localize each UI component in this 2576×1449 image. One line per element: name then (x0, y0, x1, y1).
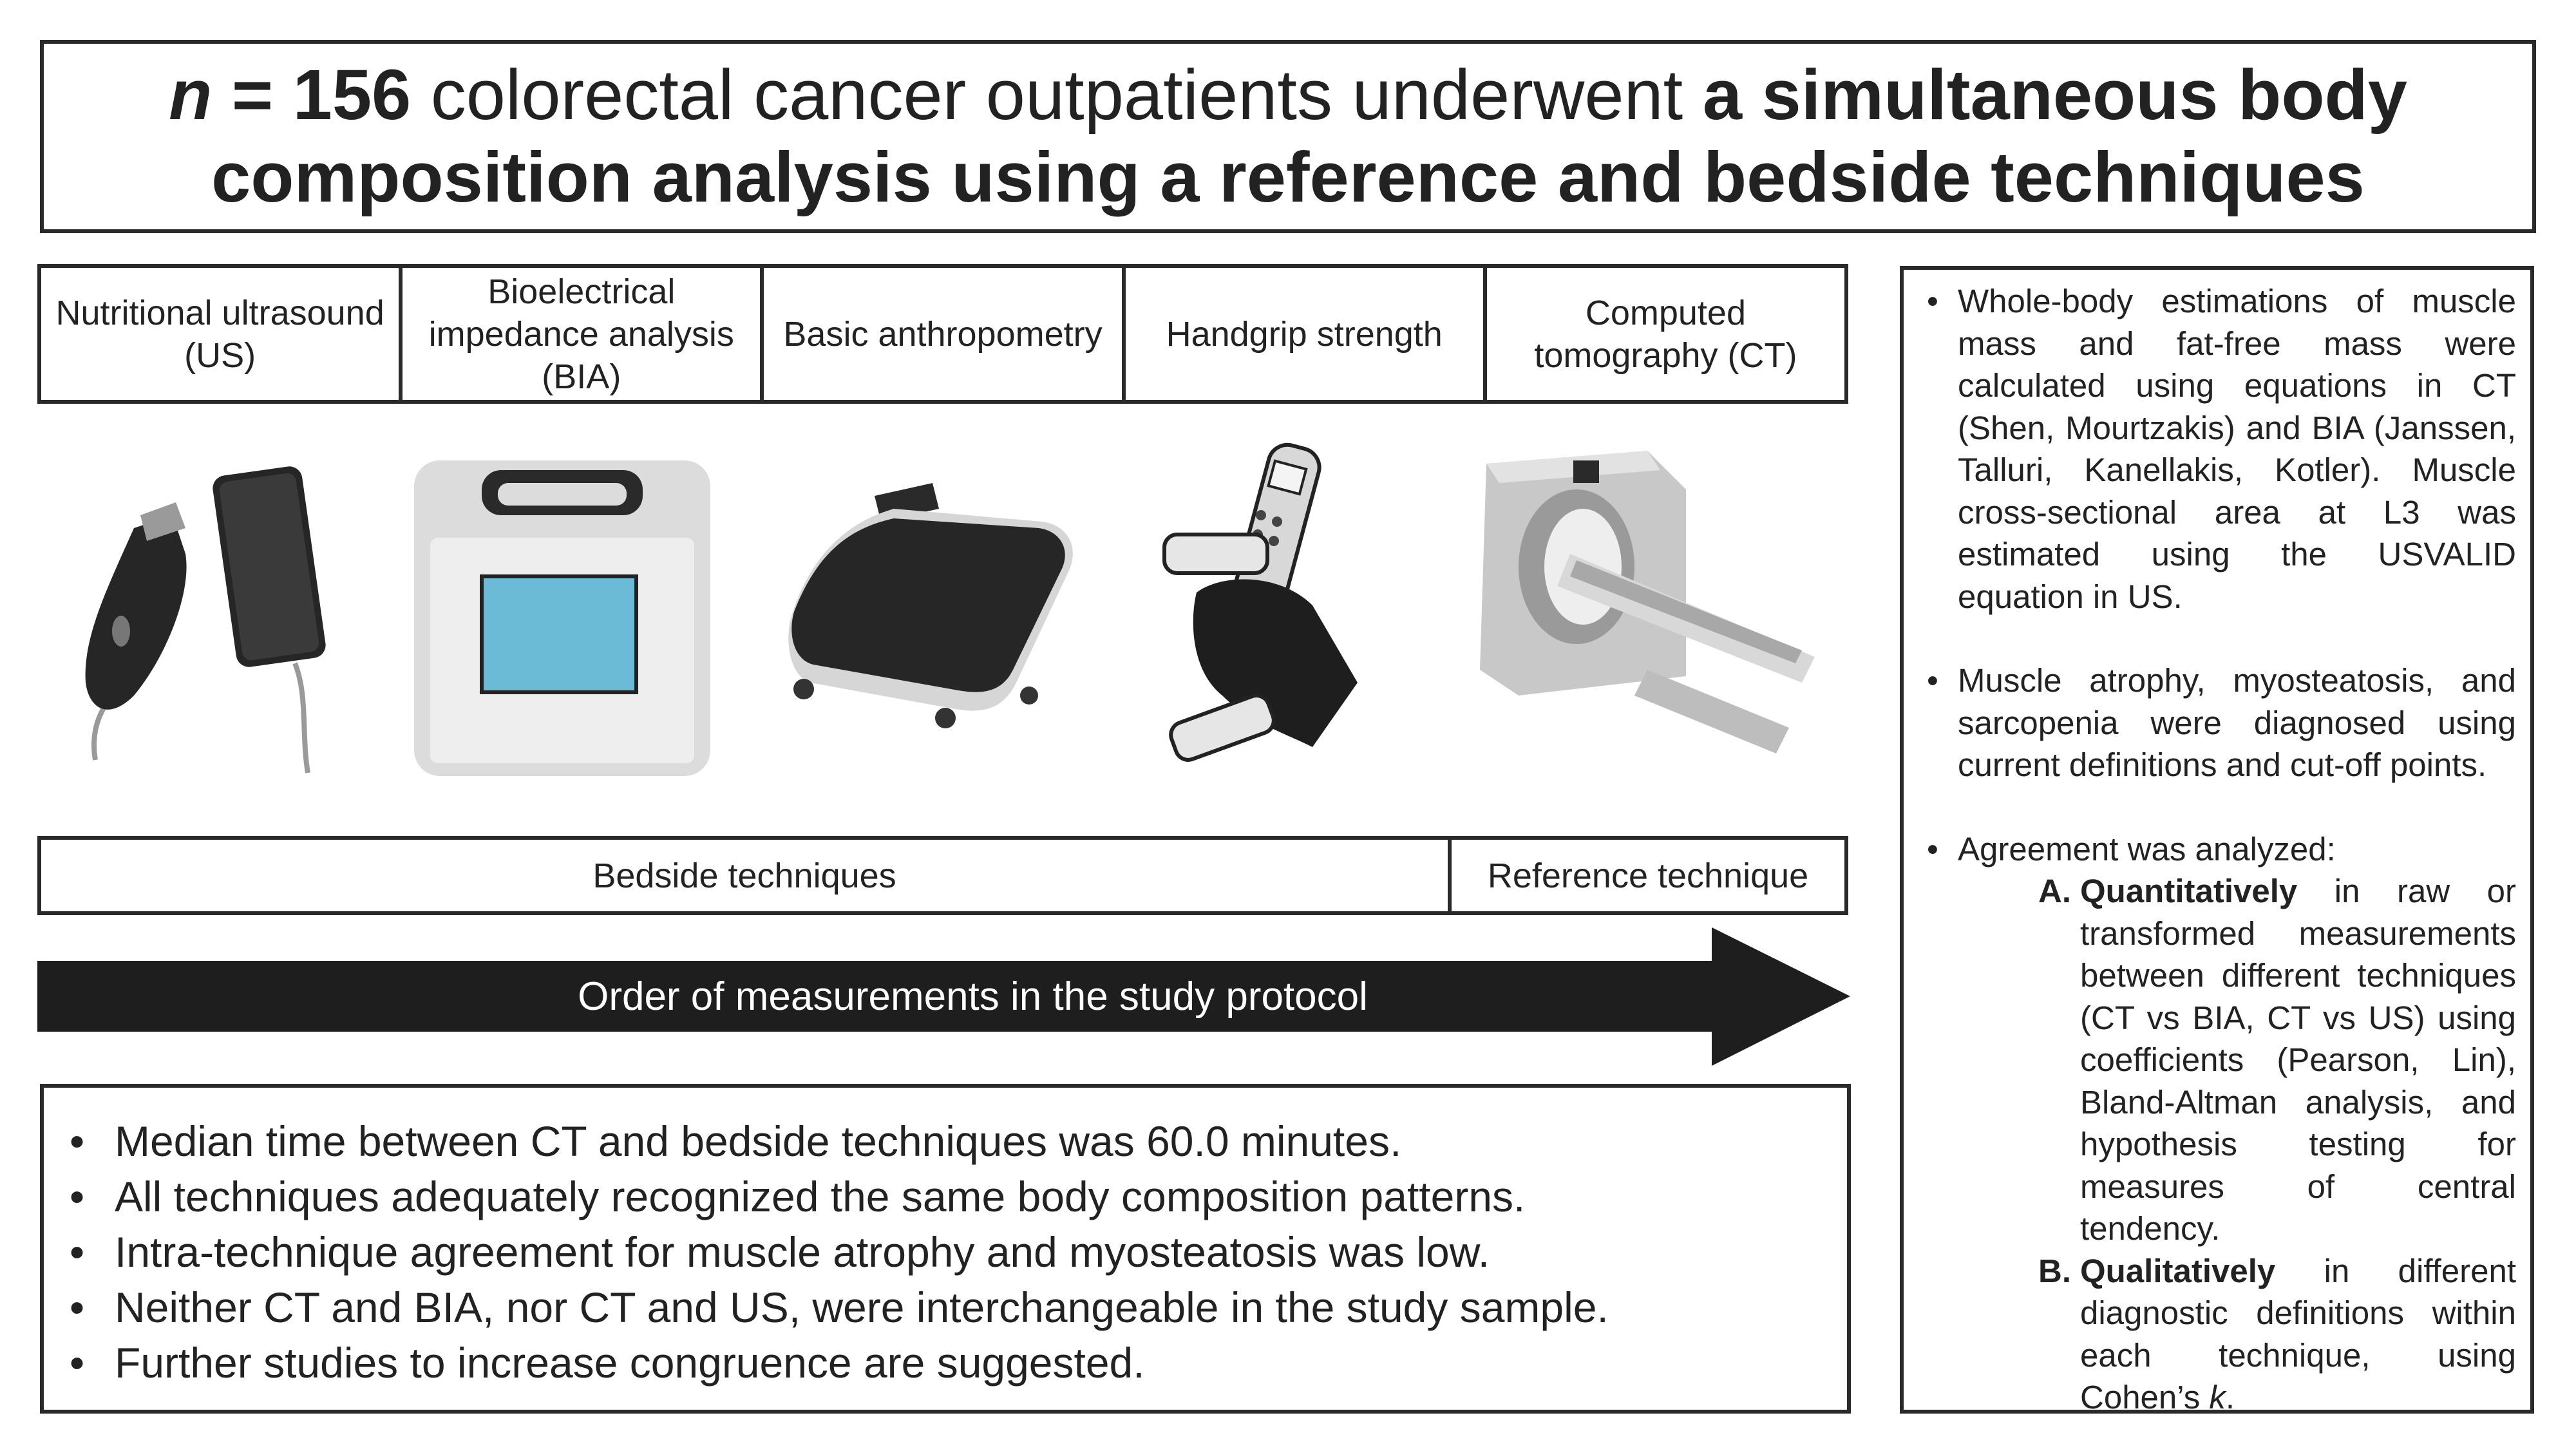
methods-bullet-diagnosis: •Muscle atrophy, myosteatosis, and sarco… (1918, 659, 2516, 786)
finding-text: All techniques adequately recognized the… (115, 1173, 1526, 1220)
hand-dynamometer-icon (1162, 442, 1358, 762)
sub-item-letter: B. (2038, 1252, 2071, 1289)
title-middle: colorectal cancer outpatients underwent (411, 55, 1703, 135)
title-line-2: composition analysis using a reference a… (211, 137, 2365, 219)
sub-item-text: in different diagnostic definitions with… (2080, 1252, 2516, 1416)
technique-category-row: Bedside techniques Reference technique (37, 836, 1848, 915)
weighing-scale-icon (788, 483, 1073, 728)
methods-text: Whole-body estimations of muscle mass an… (1958, 283, 2516, 615)
finding-item: •Intra-technique agreement for muscle at… (70, 1224, 1847, 1280)
kappa-symbol: k (2209, 1379, 2226, 1416)
methods-bullet-agreement: •Agreement was analyzed: (1918, 828, 2516, 871)
technique-illustrations (37, 425, 1848, 824)
title-line-1: n = 156 colorectal cancer outpatients un… (169, 54, 2407, 137)
methods-text: Agreement was analyzed: (1958, 830, 2336, 867)
order-arrow: Order of measurements in the study proto… (37, 927, 1850, 1066)
technique-cell-bia: Bioelectrical impedance analysis (BIA) (402, 268, 764, 400)
title-bold-end: a simultaneous body (1702, 55, 2407, 135)
methods-sub-item-qualitative: B. Qualitatively in different diagnostic… (2022, 1250, 2516, 1419)
methods-box: •Whole-body estimations of muscle mass a… (1900, 266, 2534, 1416)
finding-text: Median time between CT and bedside techn… (115, 1117, 1402, 1165)
bia-device-icon (414, 460, 710, 776)
finding-item: •Neither CT and BIA, nor CT and US, were… (70, 1280, 1847, 1335)
title-line-2-text: composition analysis using a reference a… (211, 138, 2365, 217)
finding-item: •Median time between CT and bedside tech… (70, 1113, 1847, 1169)
techniques-row: Nutritional ultrasound (US) Bioelectrica… (37, 264, 1848, 404)
finding-text: Neither CT and BIA, nor CT and US, were … (115, 1283, 1609, 1331)
technique-cell-anthropometry: Basic anthropometry (764, 268, 1126, 400)
sub-item-text: in raw or transformed measurements betwe… (2080, 873, 2516, 1247)
technique-cell-us: Nutritional ultrasound (US) (41, 268, 403, 400)
technique-cell-handgrip: Handgrip strength (1126, 268, 1487, 400)
sub-item-heading: Quantitatively (2080, 873, 2298, 909)
findings-box: •Median time between CT and bedside tech… (40, 1084, 1851, 1414)
bedside-techniques-label: Bedside techniques (41, 840, 1452, 911)
ultrasound-probe-and-phone-icon (85, 466, 326, 773)
title-box: n = 156 colorectal cancer outpatients un… (40, 40, 2536, 233)
methods-text: Muscle atrophy, myosteatosis, and sarcop… (1958, 662, 2516, 783)
finding-item: •All techniques adequately recognized th… (70, 1169, 1847, 1224)
reference-technique-label: Reference technique (1487, 856, 1809, 895)
sub-item-end: . (2225, 1379, 2235, 1416)
finding-item: •Further studies to increase congruence … (70, 1335, 1847, 1390)
title-n: n (169, 55, 213, 135)
sub-item-heading: Qualitatively (2080, 1252, 2276, 1289)
order-arrow-label: Order of measurements in the study proto… (578, 974, 1368, 1019)
finding-text: Further studies to increase congruence a… (115, 1339, 1145, 1387)
sub-item-letter: A. (2038, 873, 2071, 909)
methods-bullet-estimations: •Whole-body estimations of muscle mass a… (1918, 280, 2516, 618)
finding-text: Intra-technique agreement for muscle atr… (115, 1228, 1490, 1276)
title-sample-size: = 156 (212, 55, 412, 135)
ct-scanner-icon (1480, 451, 1815, 753)
methods-sub-item-quantitative: A. Quantitatively in raw or transformed … (2022, 870, 2516, 1250)
technique-cell-ct: Computed tomography (CT) (1534, 293, 1797, 375)
